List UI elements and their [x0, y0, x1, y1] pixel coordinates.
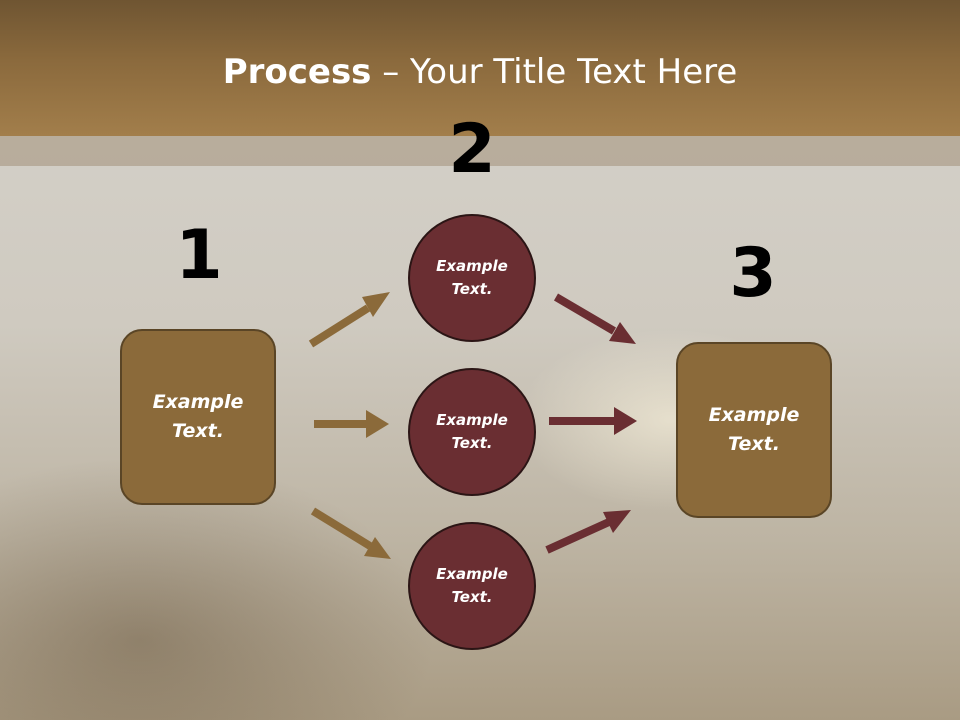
step-2-circle-middle[interactable]: Example Text. [408, 368, 536, 496]
circle-top-label: Example Text. [436, 257, 508, 298]
title-bold: Process [222, 52, 372, 92]
step-1-box[interactable]: Example Text. [120, 329, 276, 505]
step-number-2: 2 [448, 110, 496, 189]
arrow-top-to-3 [553, 293, 636, 344]
step-3-label: Example Text. [708, 404, 800, 455]
step-number-1: 1 [175, 216, 223, 295]
slide-title: Process – Your Title Text Here [0, 52, 960, 92]
arrow-1-to-middle [314, 410, 389, 438]
circle-bottom-label: Example Text. [436, 565, 508, 606]
arrow-middle-to-3 [549, 407, 637, 435]
step-number-3: 3 [729, 234, 777, 313]
step-2-circle-top[interactable]: Example Text. [408, 214, 536, 342]
circle-middle-label: Example Text. [436, 411, 508, 452]
header-band [0, 136, 960, 166]
arrow-bottom-to-3 [545, 510, 631, 554]
arrow-1-to-bottom [310, 507, 391, 559]
step-3-box[interactable]: Example Text. [676, 342, 832, 518]
arrow-1-to-top [308, 292, 390, 348]
header-bar [0, 0, 960, 136]
step-1-label: Example Text. [152, 391, 244, 442]
step-2-circle-bottom[interactable]: Example Text. [408, 522, 536, 650]
title-rest: – Your Title Text Here [371, 52, 738, 92]
